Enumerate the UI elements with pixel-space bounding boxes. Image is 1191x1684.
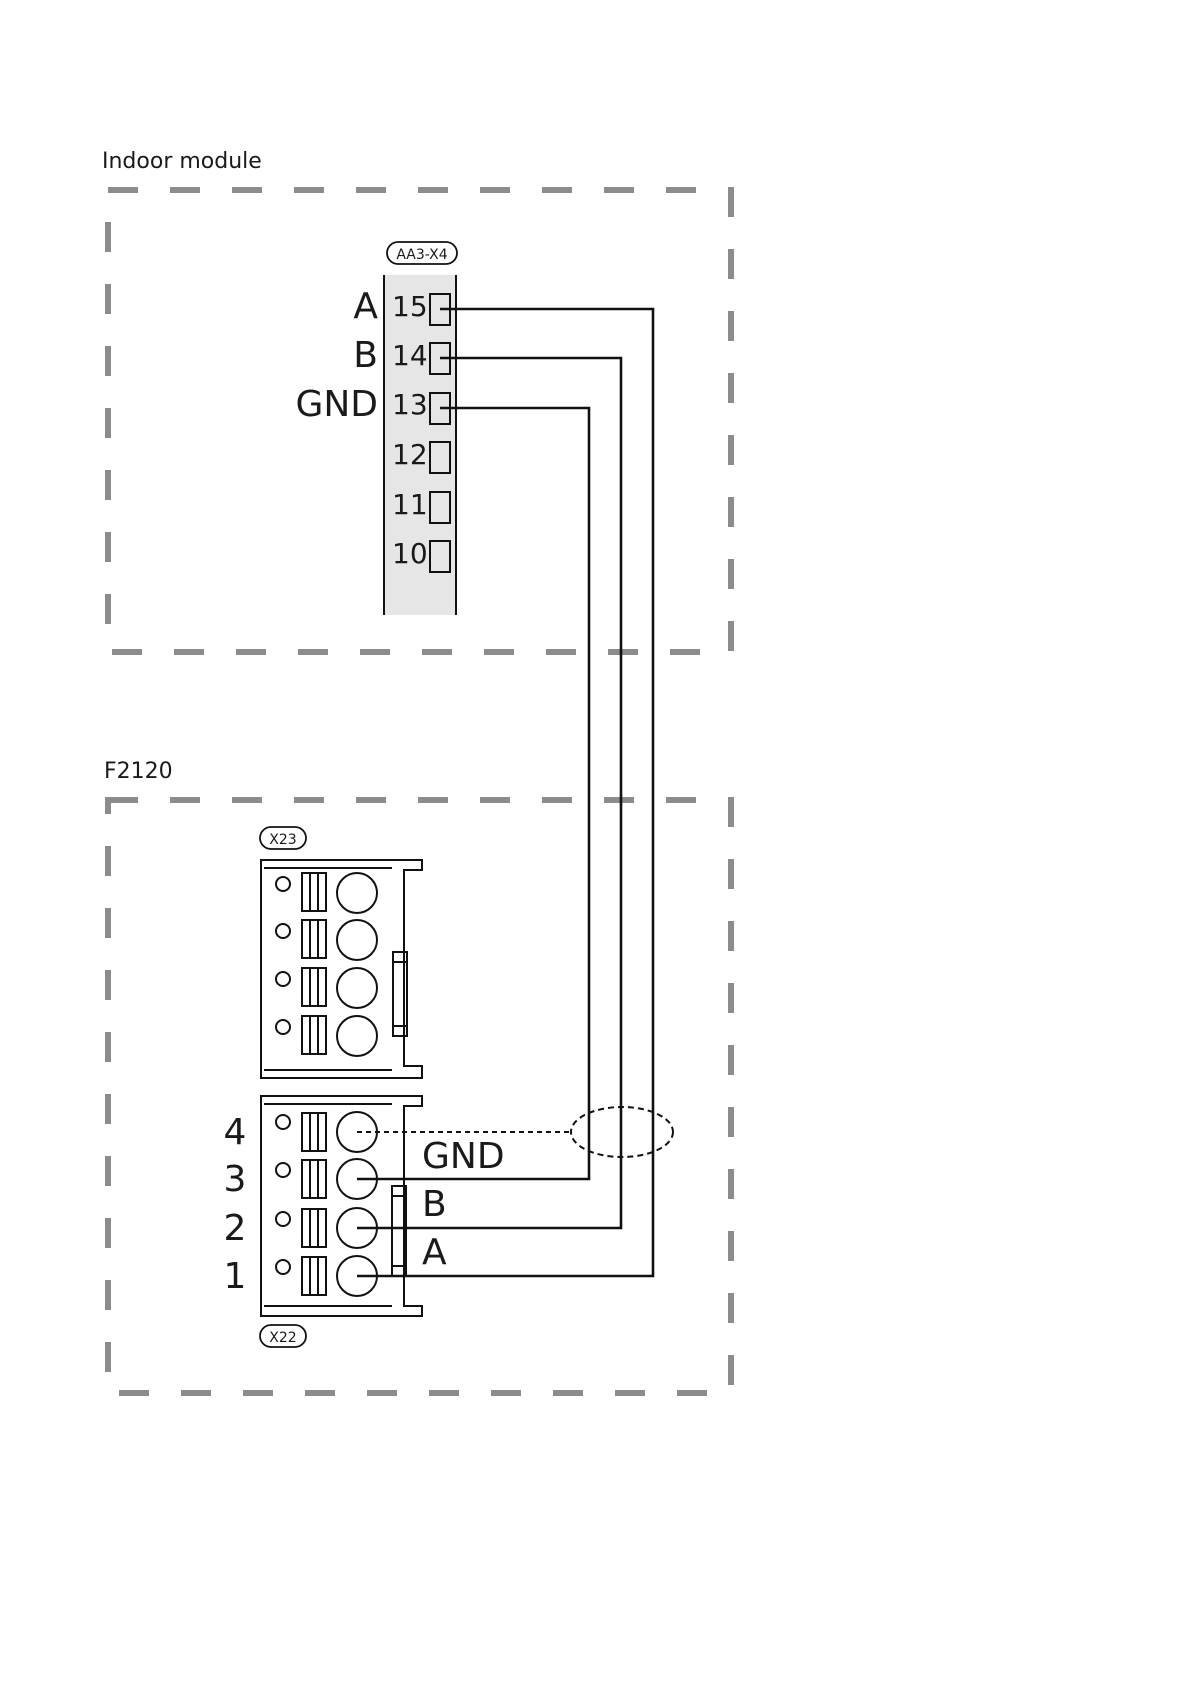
x22-pin-number: 3 <box>224 1159 247 1200</box>
terminal-number: 12 <box>392 438 428 471</box>
x22-pin-number: 1 <box>224 1256 247 1297</box>
connector-tag-aa3-x4-text: AA3-X4 <box>396 247 447 263</box>
x23-pin <box>276 873 377 913</box>
terminal-number: 11 <box>392 488 428 521</box>
connector-tag-x22-text: X22 <box>269 1330 296 1346</box>
terminal-number: 13 <box>392 388 428 421</box>
terminal-number: 14 <box>392 339 428 372</box>
signal-label-gnd: GND <box>422 1136 505 1177</box>
terminal-number: 10 <box>392 537 428 570</box>
connector-tag-x23-text: X23 <box>269 832 296 848</box>
signal-label-gnd: GND <box>295 384 378 425</box>
x23-pin <box>276 968 377 1008</box>
x22-pin-number: 4 <box>224 1112 247 1153</box>
signal-label-a: A <box>353 286 378 327</box>
x23-pin <box>276 1016 377 1056</box>
terminal-number: 15 <box>392 290 428 323</box>
signal-label-b: B <box>422 1184 447 1225</box>
connector-block-x23 <box>261 860 422 1078</box>
signal-label-a: A <box>422 1232 447 1273</box>
x22-pin-number: 2 <box>224 1208 247 1249</box>
x23-pin <box>276 920 377 960</box>
f2120-title: F2120 <box>104 759 173 784</box>
signal-label-b: B <box>353 335 378 376</box>
indoor-module-title: Indoor module <box>102 149 262 174</box>
